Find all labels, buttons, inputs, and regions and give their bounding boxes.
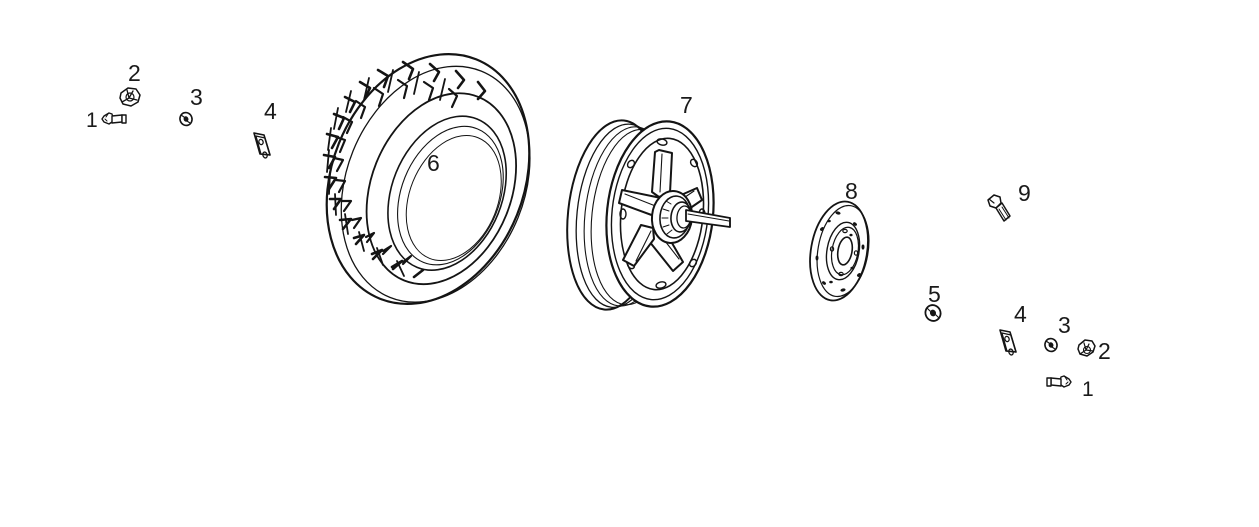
callout-label-1-right: 1: [1082, 378, 1094, 401]
part-3-washer-left: [179, 111, 193, 127]
callout-label-4-right: 4: [1014, 301, 1027, 327]
callout-label-2-right: 2: [1098, 338, 1111, 364]
callout-label-6-tire: 6: [427, 150, 440, 176]
callout-label-4-left: 4: [264, 98, 277, 124]
callout-label-2-left: 2: [128, 60, 141, 86]
callout-label-5-washer: 5: [928, 281, 941, 307]
part-1-bolt-right: [1046, 375, 1072, 388]
part-9-valve-screw: [987, 194, 1011, 222]
part-8-brake-disc: [809, 200, 870, 302]
part-2-hex-nut-right: [1077, 339, 1096, 357]
part-7-wheel-rim: [566, 119, 731, 311]
callout-label-3-left: 3: [190, 84, 203, 110]
part-3-washer-right: [1044, 337, 1058, 353]
callout-label-7-rim: 7: [680, 92, 693, 118]
part-2-hex-nut-left: [119, 87, 141, 107]
part-4-bracket-plate-left: [253, 132, 271, 159]
callout-label-9-valve: 9: [1018, 180, 1031, 206]
callout-label-8-disc: 8: [845, 178, 858, 204]
callout-label-1-left: 1: [86, 109, 98, 132]
callout-label-3-right: 3: [1058, 312, 1071, 338]
part-5-washer-large: [924, 304, 942, 322]
part-1-bolt-left: [101, 112, 127, 125]
part-4-bracket-plate-right: [999, 329, 1017, 356]
part-6-tire: [322, 53, 531, 305]
